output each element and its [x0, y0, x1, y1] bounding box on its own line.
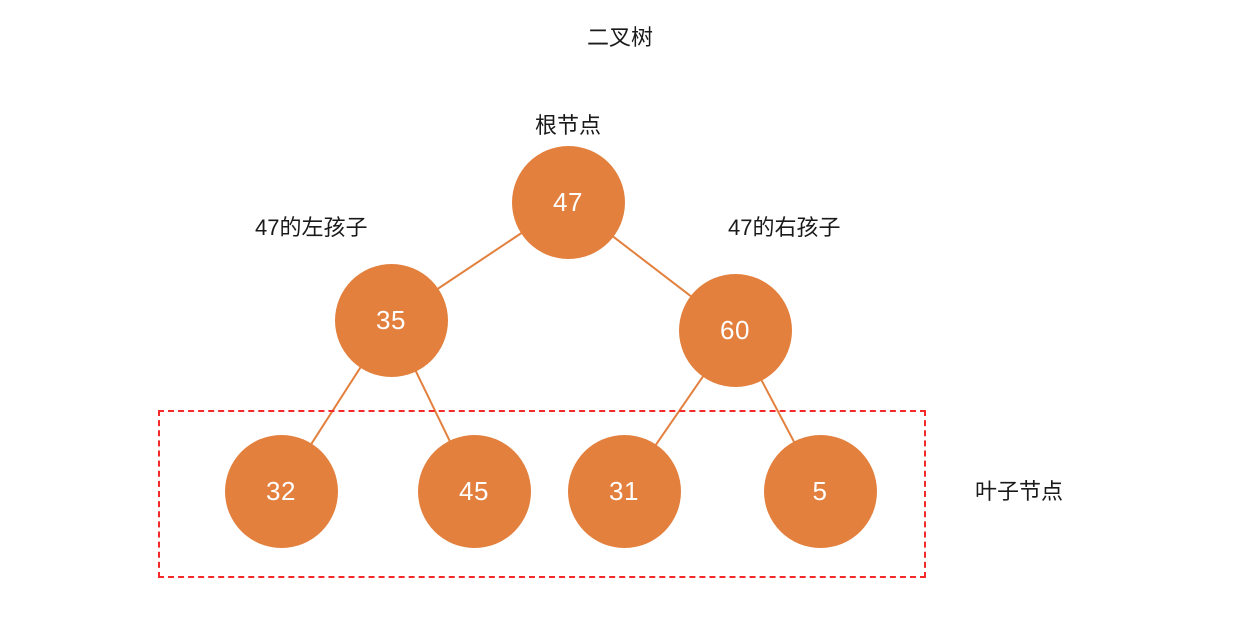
root-node-label: 根节点	[534, 113, 602, 138]
tree-node-45[interactable]: 45	[417, 434, 531, 548]
left-child-label: 47的左孩子	[255, 215, 368, 240]
tree-node-value: 60	[720, 315, 750, 345]
tree-node-35[interactable]: 35	[334, 263, 448, 377]
diagram-title: 二叉树	[586, 25, 653, 50]
tree-edge	[412, 364, 453, 447]
tree-edge	[307, 361, 365, 450]
tree-node-value: 45	[459, 476, 489, 506]
tree-node-47[interactable]: 47	[511, 145, 625, 259]
tree-node-value: 35	[376, 305, 406, 335]
tree-node-value: 31	[609, 476, 639, 506]
tree-node-60[interactable]: 60	[678, 273, 792, 387]
leaf-nodes-label: 叶子节点	[975, 479, 1064, 504]
tree-node-value: 5	[812, 476, 828, 506]
tree-node-value: 47	[553, 187, 583, 217]
tree-edge	[432, 229, 527, 293]
tree-node-value: 32	[266, 476, 296, 506]
tree-edge	[607, 231, 696, 301]
right-child-label: 47的右孩子	[728, 215, 841, 240]
tree-node-32[interactable]: 32	[224, 434, 338, 548]
leaf-nodes-highlight-box	[158, 410, 926, 578]
tree-node-31[interactable]: 31	[567, 434, 681, 548]
tree-node-5[interactable]: 5	[763, 434, 877, 548]
